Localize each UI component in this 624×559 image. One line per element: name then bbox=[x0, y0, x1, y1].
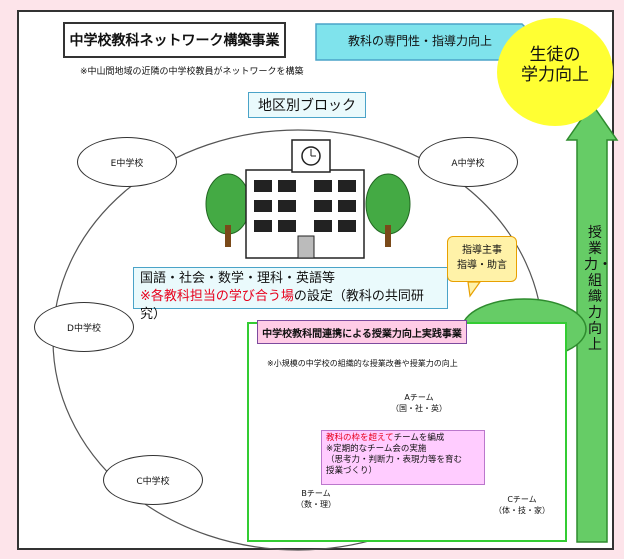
team-formation-box: 教科の枠を超えてチームを編成 ※定期的なチーム会の実施 （思考力・判断力・表現力… bbox=[321, 430, 485, 485]
team-c-name: Cチーム bbox=[507, 495, 537, 504]
team-a-name: Aチーム bbox=[404, 393, 434, 402]
team-box-line2: ※定期的なチーム会の実施 bbox=[326, 444, 427, 454]
goal-line1: 生徒の bbox=[529, 45, 581, 65]
research-note: ※小規模の中学校の組織的な授業改善や授業力の向上 bbox=[267, 359, 458, 368]
subjects-line1: 国語・社会・数学・理科・英語等 bbox=[140, 271, 336, 286]
school-e: E中学校 bbox=[77, 137, 177, 187]
advisor-bubble: 指導主事 指導・助言 bbox=[447, 236, 517, 282]
subjects-line2: ※各教科担当の学び合う場の設定（教科の共同研究） bbox=[140, 288, 441, 324]
subjects-line2-prefix: ※ bbox=[140, 289, 151, 304]
team-box-red: 教科の枠を超えて bbox=[326, 433, 394, 443]
goal-line2: 学力向上 bbox=[521, 65, 589, 85]
team-box-line4: 授業づくり） bbox=[326, 466, 378, 476]
subjects-line2-red: 各教科担当の学び合う場 bbox=[150, 289, 294, 304]
goal-label: 生徒の 学力向上 bbox=[497, 45, 613, 85]
team-a-label: Aチーム （国・社・英） bbox=[385, 392, 453, 414]
team-c-label: Cチーム （体・技・家） bbox=[482, 494, 562, 516]
subjects-line2-rest: の設定（教科の共同研究） bbox=[140, 289, 424, 322]
arrow-teaching-power-label: 授業力・組織力向上 bbox=[584, 225, 612, 353]
school-building-icon bbox=[205, 139, 411, 259]
school-d: D中学校 bbox=[34, 302, 134, 352]
arrow-teaching-power bbox=[565, 102, 619, 543]
advice-line2: 指導・助言 bbox=[457, 260, 507, 271]
arrow-expertise-label: 教科の専門性・指導力向上 bbox=[347, 34, 492, 48]
team-box-line3: （思考力・判断力・表現力等を育む bbox=[326, 455, 463, 465]
advice-line1: 指導主事 bbox=[462, 245, 502, 256]
research-title: 中学校教科間連携による授業力向上実践事業 bbox=[257, 320, 467, 344]
team-box-rest: チームを編成 bbox=[393, 433, 445, 443]
page-title: 中学校教科ネットワーク構築事業 bbox=[63, 22, 286, 58]
team-b-label: Bチーム （数・理） bbox=[282, 488, 350, 510]
team-box-line1: 教科の枠を超えてチームを編成 bbox=[326, 433, 480, 444]
team-c-members: （体・技・家） bbox=[494, 506, 550, 515]
school-c: C中学校 bbox=[103, 455, 203, 505]
school-a: A中学校 bbox=[418, 137, 518, 187]
block-label: 地区別ブロック bbox=[248, 92, 366, 118]
subjects-box: 国語・社会・数学・理科・英語等 ※各教科担当の学び合う場の設定（教科の共同研究） bbox=[133, 267, 448, 322]
team-a-members: （国・社・英） bbox=[391, 404, 447, 413]
goal-circle bbox=[497, 18, 613, 126]
advice-bubble-tail bbox=[467, 281, 482, 298]
team-b-members: （数・理） bbox=[296, 500, 336, 509]
network-note: ※中山間地域の近隣の中学校教員がネットワークを構築 bbox=[80, 67, 304, 77]
team-b-name: Bチーム bbox=[301, 489, 331, 498]
